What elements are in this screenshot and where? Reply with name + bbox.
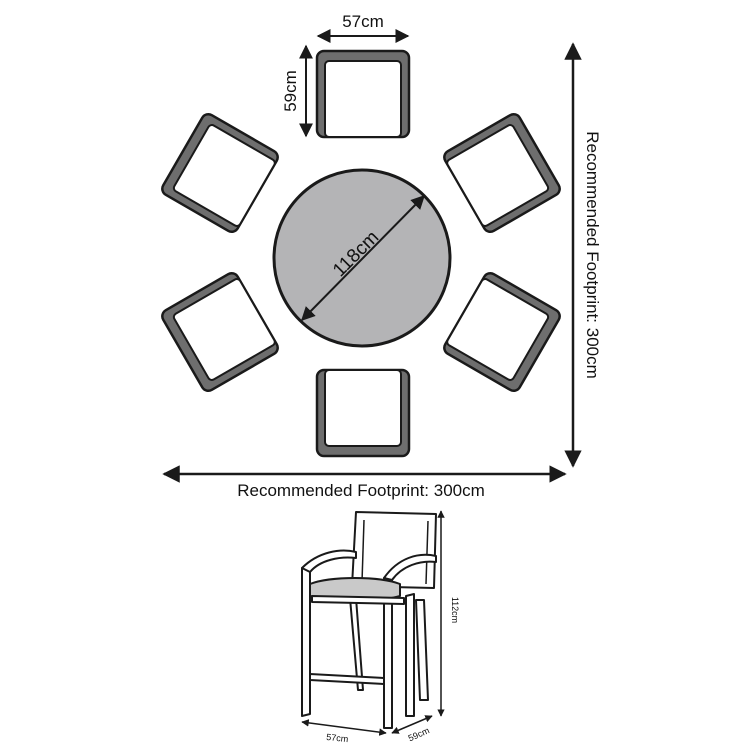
table-diameter-arrow [301,195,425,321]
armrest-right [383,553,437,581]
side-leg-right [405,593,415,717]
footprint-width-label: Recommended Footprint: 300cm [237,481,485,500]
front-leg-left [301,565,311,717]
width-label: 57cm [326,732,349,744]
chair-bottom-right [440,269,564,395]
width-arrow [301,719,387,736]
chair-top [315,49,411,139]
chair-bottom-left [158,269,282,395]
chair-bottom [315,368,411,458]
footrest [309,673,385,685]
bar-chair-elevation [301,511,437,729]
chair-top-left [158,110,282,236]
footprint-depth-label: Recommended Footprint: 300cm [583,131,602,379]
chair-depth-label: 59cm [281,70,300,112]
armrest-left [301,549,357,573]
height-label: 112cm [450,597,460,623]
plan-view: 118cm 57cm 59cm Recommended Footprint: 3… [158,12,602,500]
backrest [351,511,437,589]
chair-width-label: 57cm [342,12,384,31]
chair-top-right [440,110,564,236]
back-leg-right [415,599,429,701]
depth-arrow [391,715,433,734]
depth-label: 59cm [407,725,431,743]
